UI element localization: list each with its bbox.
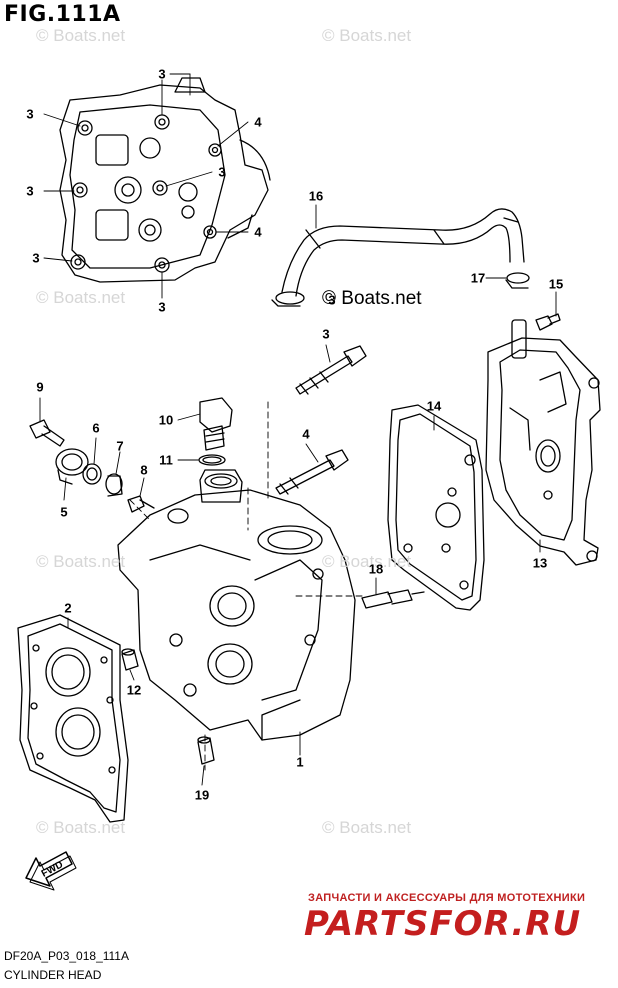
oil-filler-cap-part-10 — [199, 397, 233, 451]
fwd-arrow: FWD — [25, 851, 77, 891]
cap-part-5 — [55, 448, 89, 485]
callout-3-f: 3 — [158, 299, 166, 315]
partsfor-tagline: ЗАПЧАСТИ И АКСЕССУАРЫ ДЛЯ МОТОТЕХНИКИ — [308, 892, 586, 904]
leader-lines-lower — [39, 204, 557, 786]
callout-2: 2 — [64, 600, 72, 616]
hose-clamp-part-17 — [271, 272, 530, 307]
dashed-guide-lines — [129, 401, 363, 771]
callout-3-g: 3 — [328, 292, 336, 308]
callout-18: 18 — [368, 561, 384, 577]
watermark: © Boats.net — [322, 552, 412, 571]
callout-19: 19 — [194, 787, 210, 803]
callout-12: 12 — [126, 682, 142, 698]
bolt-holes-part-3 — [70, 114, 222, 273]
leader-lines-top — [43, 73, 249, 299]
callout-4-a: 4 — [254, 114, 262, 130]
callout-11: 11 — [159, 452, 173, 468]
sleeve-part-7 — [105, 473, 123, 497]
watermark: © Boats.net — [36, 288, 126, 307]
spark-plug-part-18 — [361, 589, 425, 609]
bolt-part-8 — [127, 495, 155, 513]
hose-part-16 — [281, 208, 525, 297]
partsfor-logo: PARTSFOR.RU — [304, 904, 582, 944]
bolt-part-9 — [29, 419, 65, 447]
watermark: © Boats.net — [36, 818, 126, 837]
figure-title: FIG.111A — [4, 2, 121, 27]
callout-3-a: 3 — [26, 106, 34, 122]
callout-4-c: 4 — [302, 426, 310, 442]
callout-17: 17 — [470, 270, 486, 286]
long-bolt-part-3 — [295, 345, 367, 395]
cylinder-head-cover-part-13 — [485, 319, 601, 566]
fwd-label: FWD — [40, 859, 65, 879]
callout-15: 15 — [548, 276, 564, 292]
callout-3-b: 3 — [158, 66, 166, 82]
callout-7: 7 — [116, 438, 124, 454]
figure-code: DF20A_P03_018_111A — [4, 949, 129, 963]
callout-9: 9 — [36, 379, 44, 395]
callout-16: 16 — [308, 188, 324, 204]
callout-4-b: 4 — [254, 224, 262, 240]
o-ring-part-11 — [198, 454, 226, 466]
callout-14: 14 — [426, 398, 442, 414]
watermark-dark: © Boats.net — [322, 288, 422, 309]
callout-1: 1 — [296, 754, 304, 770]
plug-part-19 — [197, 736, 215, 765]
watermark: © Boats.net — [322, 26, 412, 45]
long-bolt-part-4 — [275, 449, 349, 495]
callout-3-c: 3 — [26, 183, 34, 199]
dowel-pin-part-12 — [121, 648, 139, 671]
callout-3-e: 3 — [32, 250, 40, 266]
callout-6: 6 — [92, 420, 100, 436]
head-gasket-part-2 — [17, 614, 129, 823]
callout-3-h: 3 — [322, 326, 330, 342]
callout-10: 10 — [158, 412, 174, 428]
o-ring-part-6 — [82, 463, 102, 485]
callout-13: 13 — [532, 555, 548, 571]
callout-3-d: 3 — [218, 164, 226, 180]
watermark: © Boats.net — [322, 818, 412, 837]
gasket-part-14 — [387, 404, 485, 611]
figure-caption: CYLINDER HEAD — [4, 968, 102, 982]
watermark: © Boats.net — [36, 552, 126, 571]
watermark: © Boats.net — [36, 26, 126, 45]
callout-5: 5 — [60, 504, 68, 520]
bolt-part-15 — [535, 313, 561, 331]
cylinder-head-part-1 — [117, 469, 356, 741]
cylinder-head-top-view — [59, 77, 271, 283]
callout-8: 8 — [140, 462, 148, 478]
